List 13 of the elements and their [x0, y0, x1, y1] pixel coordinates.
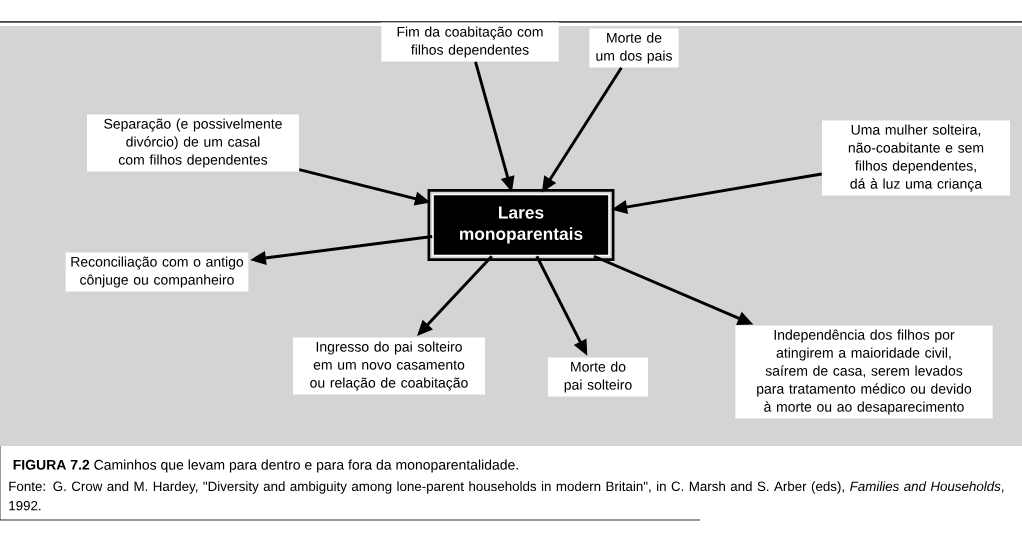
node-label: Morte de um dos pais [596, 32, 672, 64]
text-box: Fim da coabitação com filhos dependentes [381, 22, 559, 62]
central-box: Lares monoparentais [427, 189, 615, 261]
text-box: Morte de um dos pais [589, 28, 679, 68]
text-box: Independência dos filhos por atingirem a maioridade civil, saírem de casa, serem levados para tratamento médico ou devido à morte ou ao desaparecimento [735, 325, 993, 419]
source-note: Fonte: G. Crow and M. Hardey, "Diversity and ambiguity among lone-parent households in modern Britain", in C. Marsh and S. Arber (eds), Families and Households, 1992. [9, 481, 1004, 511]
figure-caption: FIGURA 7.2 Caminhos que levam para dentro e para fora da monoparentalidade. [13, 459, 518, 473]
text-box: Uma mulher solteira, não-coabitante e sem filhos dependentes, dá à luz uma criança [822, 120, 1010, 196]
text-box: Separação (e possivelmente divórcio) de um casal com filhos dependentes [87, 114, 299, 172]
text-box: Morte do pai solteiro [548, 357, 648, 397]
text-box: Ingresso do pai solteiro em um novo casamento ou relação de coabitação [293, 337, 485, 395]
node-label: Fim da coabitação com filhos dependentes [397, 26, 543, 58]
text-box: Reconciliação com o antigo cônjuge ou companheiro [65, 252, 249, 292]
